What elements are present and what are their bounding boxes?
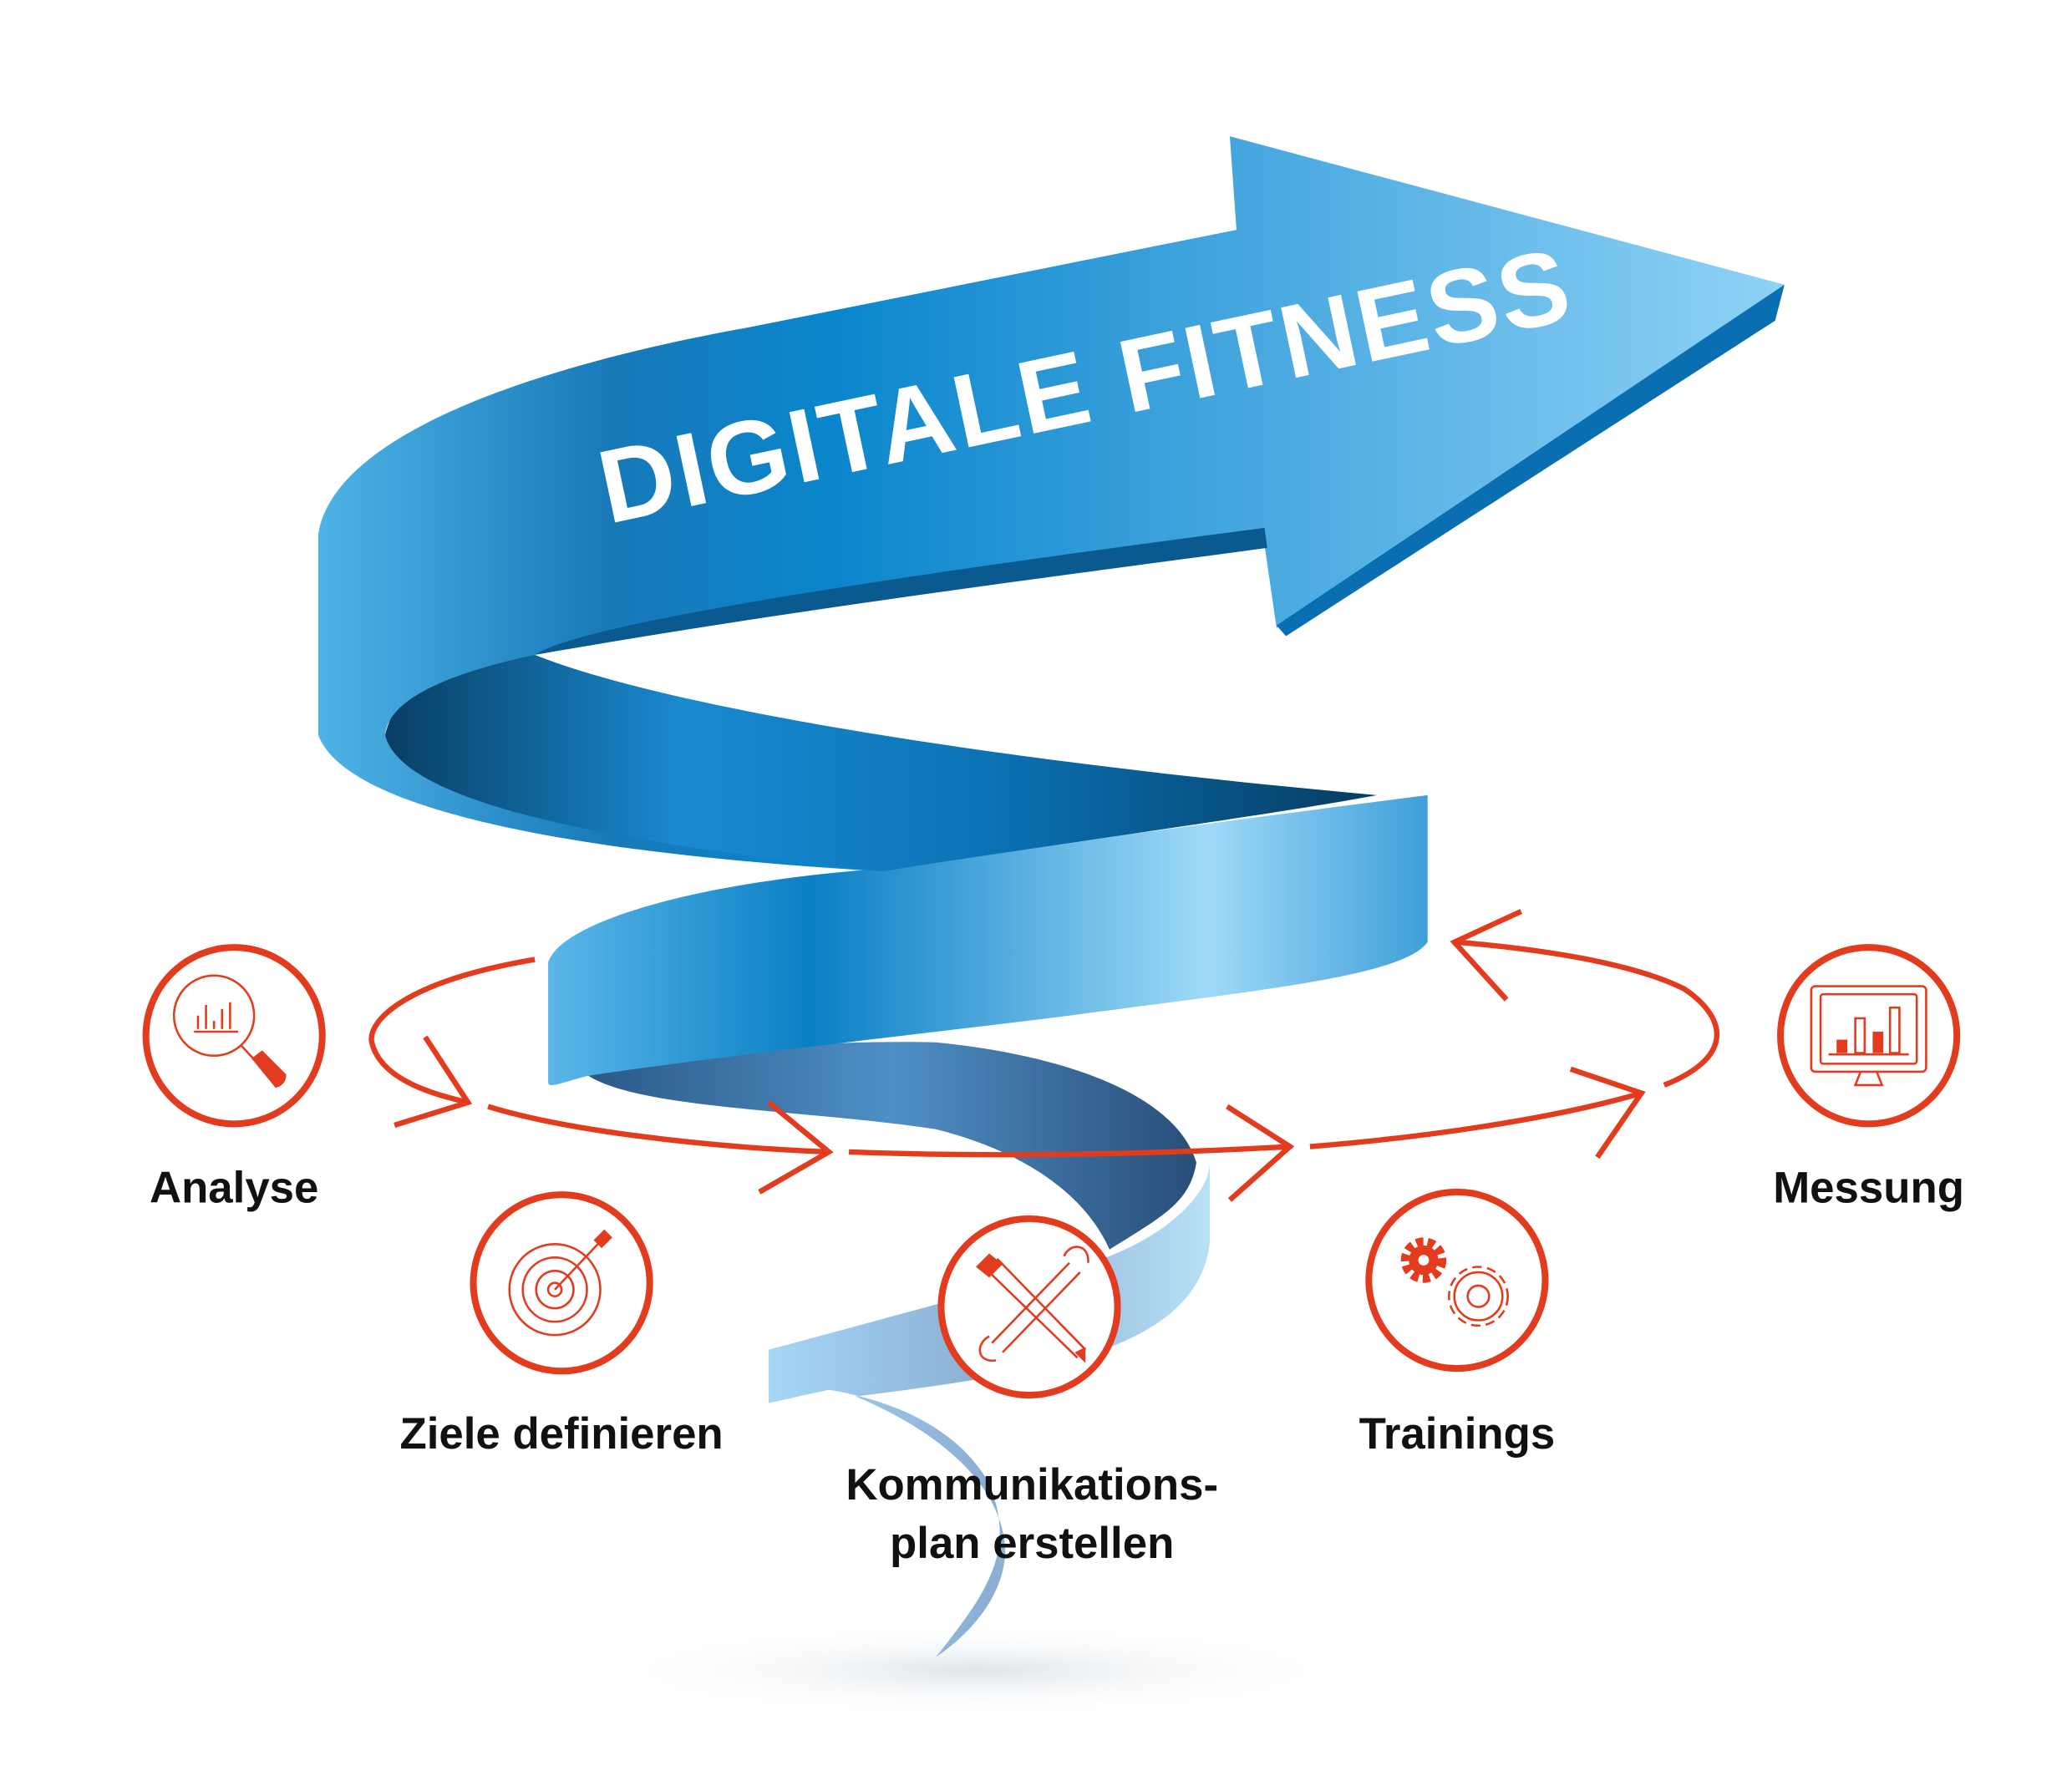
magnifier-chart-icon	[172, 974, 287, 1088]
step-messung: Messung	[1773, 944, 1964, 1213]
step-trainings: Trainings	[1359, 1188, 1556, 1459]
step-label-kommunikations-line1: Kommunikations-	[846, 1460, 1218, 1510]
step-label-analyse: Analyse	[150, 1164, 318, 1213]
step-label-kommunikations-line2: plan erstellen	[890, 1519, 1174, 1568]
floor-shadow	[602, 1623, 1350, 1718]
monitor-chart-icon	[1810, 985, 1927, 1087]
step-label-trainings: Trainings	[1359, 1409, 1556, 1459]
target-icon	[508, 1229, 612, 1337]
gears-icon	[1400, 1237, 1509, 1327]
step-ziele-definieren: Ziele definieren	[400, 1191, 724, 1459]
step-label-ziele: Ziele definieren	[400, 1409, 724, 1459]
step-label-messung: Messung	[1773, 1164, 1964, 1213]
step-analyse: Analyse	[142, 944, 326, 1213]
spiral-arrow: DIGITALE FITNESS	[317, 136, 1785, 1657]
step-kommunikationsplan: Kommunikations- plan erstellen	[846, 1215, 1218, 1568]
cycle-loop	[368, 909, 1720, 1202]
